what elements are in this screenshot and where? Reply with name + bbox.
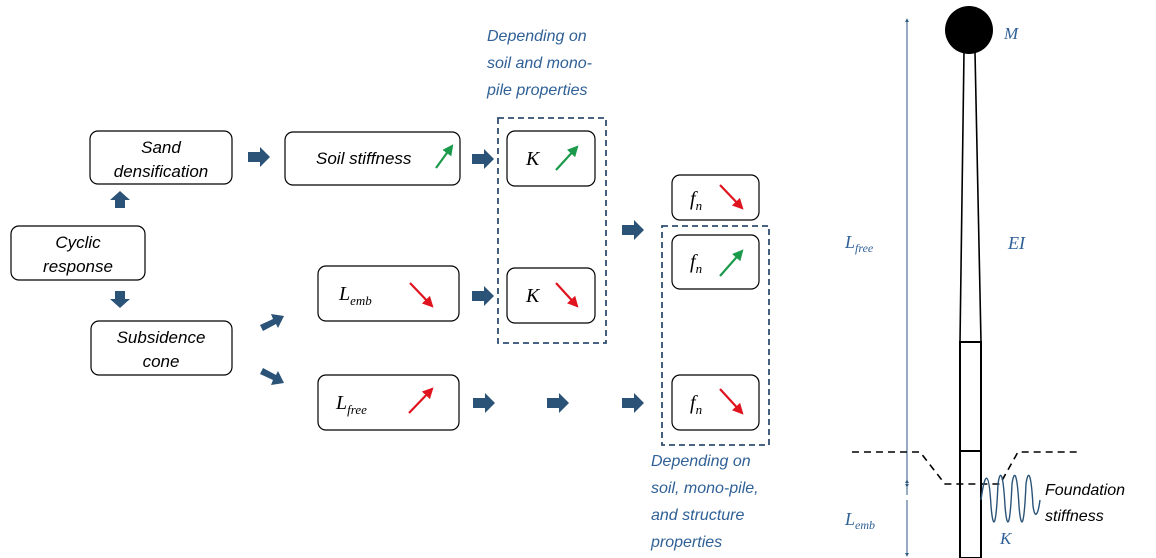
note2-line2: soil, mono-pile, (651, 480, 759, 497)
fn-bottom-decrease-arrow (719, 388, 744, 415)
subsidence-cone-line2: cone (143, 352, 180, 371)
ei-label: EI (1007, 233, 1026, 253)
flow-arrow-lfree-2 (547, 393, 569, 413)
soil-stiffness-increase-arrow (435, 144, 454, 169)
flow-arrow-sand-to-soil (248, 147, 270, 167)
flow-arrow-lfree-3 (622, 393, 644, 413)
flow-arrow-subsidence-to-lemb (260, 314, 284, 331)
note-soil-mono-structure: Depending on soil, mono-pile, and struct… (650, 453, 759, 551)
l-emb-box: Lemb (317, 265, 460, 322)
fn-middle-label: fn (690, 251, 702, 276)
fn-top-decrease-arrow (719, 184, 744, 210)
l-emb-decrease-arrow (409, 282, 434, 308)
cyclic-response-line2: response (43, 257, 113, 276)
flow-arrow-k-to-fn (622, 220, 644, 240)
fn-dependency-group (661, 225, 770, 446)
top-mass (945, 6, 993, 54)
fn-bottom-label: fn (690, 392, 702, 417)
l-emb-label: Lemb (338, 283, 372, 308)
fn-top-box: fn (671, 174, 760, 221)
sand-densification-line1: Sand (141, 138, 181, 157)
mass-label: M (1003, 24, 1019, 43)
fn-bottom-box: fn (671, 374, 760, 431)
cyclic-response-line1: Cyclic (55, 233, 101, 252)
note2-line3: and structure (651, 507, 744, 524)
k-bottom-label: K (525, 285, 541, 307)
k-top-box: K (506, 130, 596, 187)
figure-l-emb-label: Lemb (844, 509, 875, 532)
structure-figure: Lfree Lemb M EI K Foundation stiffness (844, 6, 1125, 558)
l-free-label: Lfree (335, 392, 367, 417)
note1-line3: pile properties (486, 82, 588, 99)
foundation-label-line2: stiffness (1045, 508, 1104, 525)
note2-line4: properties (650, 534, 722, 551)
sand-densification-box: Sand densification (89, 130, 233, 185)
subsidence-cone-box: Subsidence cone (90, 320, 233, 376)
k-dependency-group (497, 117, 607, 344)
flow-arrow-lfree-1 (473, 393, 495, 413)
flow-arrow-soil-to-k (472, 149, 494, 169)
figure-l-free-label: Lfree (844, 232, 874, 255)
down-flow-arrow (110, 291, 130, 308)
tower-right-edge (974, 51, 982, 343)
note1-line2: soil and mono- (487, 55, 592, 72)
ground-subsidence-line (852, 451, 1080, 485)
soil-stiffness-label: Soil stiffness (316, 149, 412, 168)
k-top-label: K (525, 148, 541, 170)
l-free-increase-arrow (408, 387, 434, 414)
l-free-box: Lfree (317, 374, 460, 431)
foundation-label-line1: Foundation (1045, 482, 1125, 499)
k-bottom-box: K (506, 267, 596, 324)
k-bottom-decrease-arrow (555, 282, 579, 308)
subsidence-cone-line1: Subsidence (117, 328, 206, 347)
up-flow-arrow (110, 191, 130, 208)
tower-left-edge (959, 51, 965, 343)
flow-arrow-lemb-to-k (472, 286, 494, 306)
note2-line1: Depending on (651, 453, 751, 470)
cyclic-response-box: Cyclic response (10, 225, 146, 281)
soil-stiffness-box: Soil stiffness (284, 131, 461, 186)
note1-line1: Depending on (487, 28, 587, 45)
spring-k-label: K (999, 529, 1013, 548)
k-top-increase-arrow (555, 145, 579, 171)
foundation-spring-icon (980, 474, 1041, 523)
fn-middle-increase-arrow (719, 249, 744, 277)
note-soil-mono-pile: Depending on soil and mono- pile propert… (486, 28, 592, 99)
fn-top-label: fn (690, 188, 702, 213)
flow-arrow-subsidence-to-lfree (260, 368, 284, 385)
sand-densification-line2: densification (114, 162, 209, 181)
fn-middle-box: fn (671, 234, 760, 290)
